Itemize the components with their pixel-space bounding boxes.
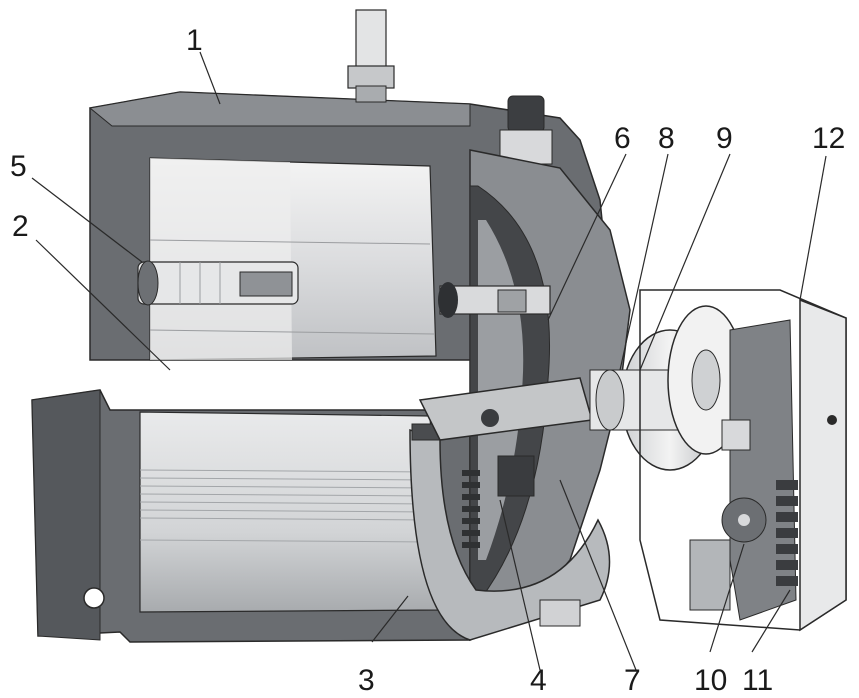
mounting-hole bbox=[83, 587, 105, 609]
leader-lines bbox=[31, 51, 827, 671]
callout-3: 3 bbox=[358, 664, 375, 697]
gear-ring-3 bbox=[409, 423, 611, 641]
shaft-bolt-6 bbox=[438, 282, 551, 318]
air-fitting bbox=[347, 9, 395, 103]
piston-rod-5 bbox=[137, 260, 299, 306]
callout-6: 6 bbox=[614, 122, 631, 155]
gear-teeth bbox=[462, 470, 480, 548]
callout-5: 5 bbox=[10, 150, 27, 183]
callout-10: 10 bbox=[694, 664, 727, 697]
callout-8: 8 bbox=[658, 122, 675, 155]
callout-9: 9 bbox=[716, 122, 733, 155]
switch-box-12 bbox=[639, 289, 847, 632]
callout-7: 7 bbox=[624, 664, 641, 697]
callout-1: 1 bbox=[186, 24, 203, 57]
nut-4 bbox=[497, 455, 535, 497]
callout-4: 4 bbox=[530, 664, 547, 697]
bleed-fitting bbox=[499, 95, 553, 165]
callout-labels: 1 2 3 4 5 6 7 8 9 10 11 12 bbox=[10, 24, 845, 697]
bottom-bolt bbox=[539, 599, 581, 627]
callout-11: 11 bbox=[742, 664, 773, 697]
upper-piston-cylinder bbox=[149, 157, 437, 361]
indicator-disc-9 bbox=[589, 305, 745, 471]
terminal-block-11 bbox=[776, 480, 798, 586]
callout-2: 2 bbox=[12, 210, 29, 243]
lower-piston-cylinder bbox=[139, 411, 441, 613]
callout-12: 12 bbox=[812, 122, 845, 155]
lever-arm bbox=[418, 377, 593, 497]
